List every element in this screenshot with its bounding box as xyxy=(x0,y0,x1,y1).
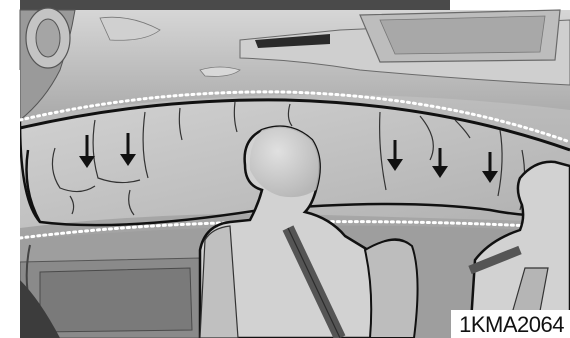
figure-code-label: 1KMA2064 xyxy=(451,310,570,338)
